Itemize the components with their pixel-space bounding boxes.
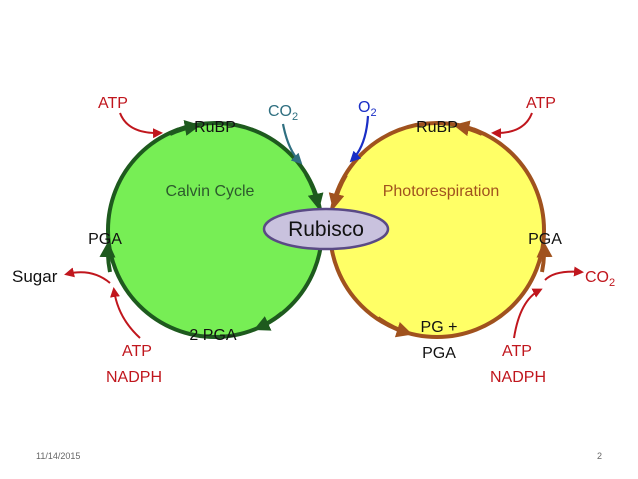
rubisco-label: Rubisco — [288, 218, 364, 241]
sugar-arrow — [64, 267, 111, 284]
two-pga-label: 2 PGA — [189, 327, 236, 344]
atp-top-right-label: ATP — [526, 95, 556, 112]
pga-left-label: PGA — [88, 231, 122, 248]
atp-bottom-right-label: ATP — [502, 343, 532, 360]
pga-bottom-label: PGA — [422, 345, 456, 362]
pg-plus-label: PG + — [421, 319, 458, 336]
atp-bottom-left-arrow — [110, 287, 141, 339]
atp-top-left-label: ATP — [98, 95, 128, 112]
slide-date: 11/14/2015 — [36, 451, 81, 461]
photo-arrow-left — [328, 173, 348, 210]
rubp-left-label: RuBP — [194, 119, 236, 136]
calvin-arrow-left — [99, 241, 116, 273]
atp-top-right-arrow — [491, 112, 533, 139]
photorespiration-label: Photorespiration — [383, 183, 500, 200]
calvin-arrow-right — [304, 172, 324, 210]
co2-top-arrow — [281, 123, 303, 165]
atp-bottom-right-arrow — [513, 288, 543, 339]
slide-page-number: 2 — [596, 451, 602, 461]
photo-arrow-bottom — [376, 316, 413, 338]
calvin-arrow-bottom — [253, 311, 284, 331]
o2-top-label: O2 — [358, 99, 377, 119]
co2-right-label: CO2 — [585, 269, 615, 289]
rubisco-ellipse — [262, 207, 390, 251]
nadph-bottom-right-label: NADPH — [490, 369, 546, 386]
co2-top-label: CO2 — [268, 103, 298, 123]
sugar-label: Sugar — [12, 267, 58, 286]
co2-right-arrow — [544, 266, 584, 281]
atp-top-left-arrow — [119, 112, 163, 139]
atp-bottom-left-label: ATP — [122, 343, 152, 360]
o2-top-arrow — [349, 115, 370, 163]
nadph-bottom-left-label: NADPH — [106, 369, 162, 386]
rubp-right-label: RuBP — [416, 119, 458, 136]
calvin-arrow-top — [169, 120, 201, 136]
calvin-cycle-label: Calvin Cycle — [166, 183, 255, 200]
photo-arrow-top — [453, 120, 483, 137]
pga-right-label: PGA — [528, 231, 562, 248]
photo-arrow-right — [536, 241, 553, 273]
